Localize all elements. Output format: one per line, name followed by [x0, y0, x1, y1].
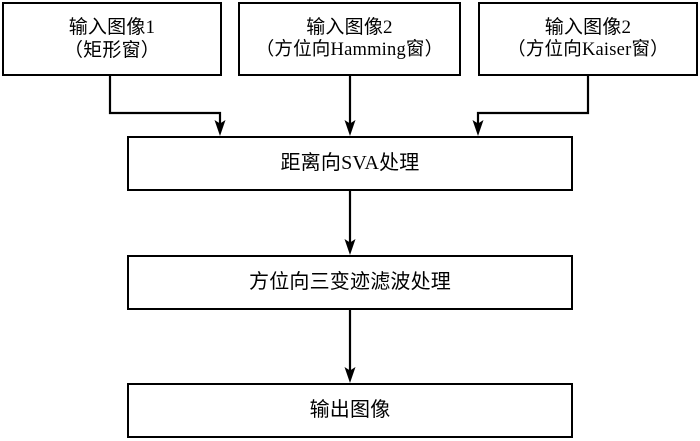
node-output-image[interactable]: 输出图像: [127, 383, 573, 438]
node-input-image-1[interactable]: 输入图像1 （矩形窗）: [2, 2, 222, 76]
node-input-image-2-kaiser[interactable]: 输入图像2 （方位向Kaiser窗）: [478, 2, 698, 76]
node-output-image-label: 输出图像: [309, 399, 391, 422]
node-range-sva-processing[interactable]: 距离向SVA处理: [127, 136, 573, 191]
node-input-image-1-line1: 输入图像1: [68, 16, 156, 38]
node-input-image-2-hamming-line2: （方位向Hamming窗）: [255, 40, 444, 61]
node-azimuth-triple-apodization-filtering[interactable]: 方位向三变迹滤波处理: [127, 255, 573, 310]
node-input-image-2-hamming-line1: 输入图像2: [306, 17, 393, 39]
node-input-image-2-kaiser-line2: （方位向Kaiser窗）: [507, 40, 669, 61]
edge-input3-to-sva: [472, 76, 590, 136]
arrowhead-icon: [472, 120, 484, 136]
node-input-image-1-line2: （矩形窗）: [63, 40, 160, 61]
edge-sva-to-apodization: [344, 191, 356, 255]
edge-input1-to-sva: [108, 76, 226, 136]
edge-input2-to-sva: [344, 76, 356, 136]
edge-apodization-to-output: [344, 310, 356, 383]
arrowhead-icon: [344, 239, 356, 255]
node-input-image-2-hamming[interactable]: 输入图像2 （方位向Hamming窗）: [238, 2, 461, 76]
node-azimuth-triple-apodization-filtering-label: 方位向三变迹滤波处理: [249, 271, 451, 294]
arrowhead-icon: [344, 120, 356, 136]
arrowhead-icon: [214, 120, 226, 136]
node-input-image-2-kaiser-line1: 输入图像2: [544, 17, 632, 39]
arrowhead-icon: [344, 367, 356, 383]
node-range-sva-processing-label: 距离向SVA处理: [280, 152, 420, 175]
